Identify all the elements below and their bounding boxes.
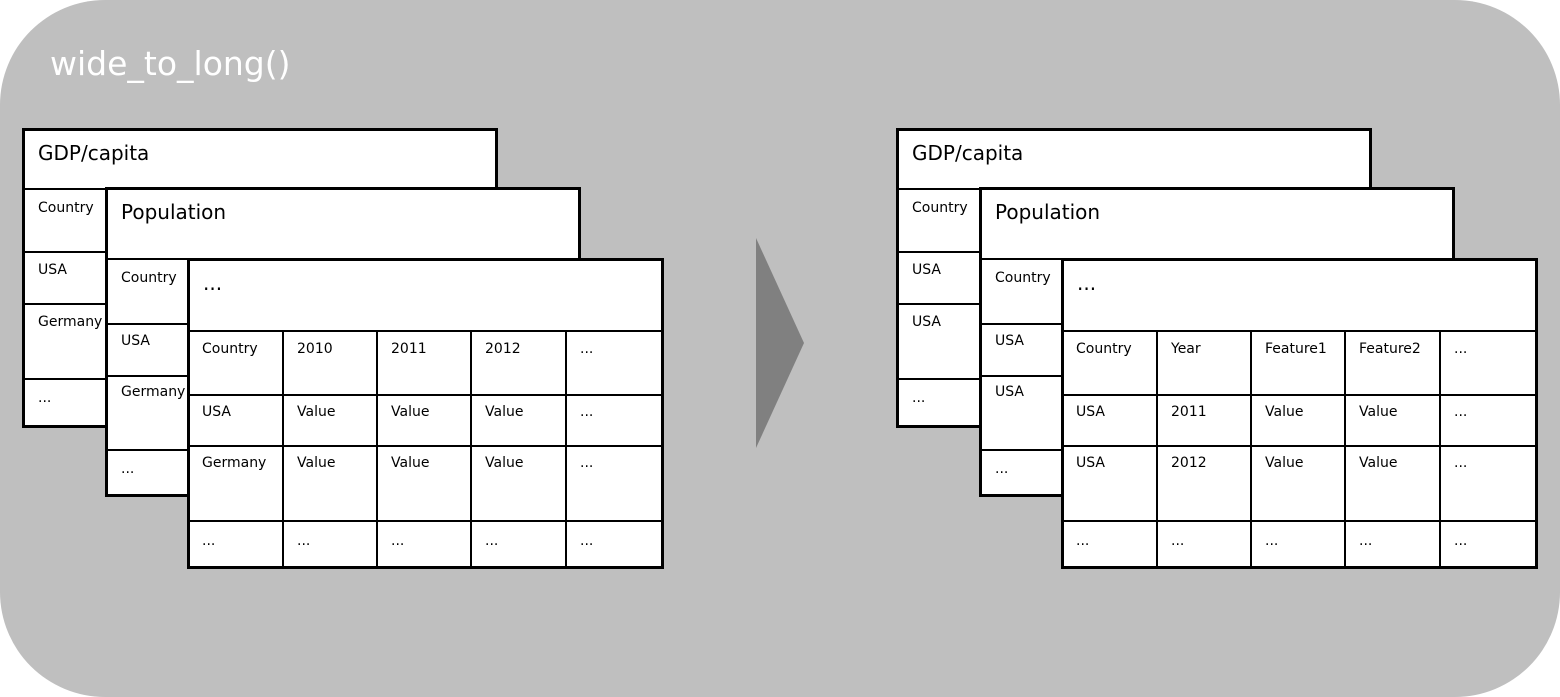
table-cell: ... <box>1454 455 1468 471</box>
row-label: ... <box>38 390 52 406</box>
left-population-card-title: Population <box>121 200 227 224</box>
diagram-title: wide_to_long() <box>50 44 291 83</box>
table-cell: ... <box>580 404 594 420</box>
table-row-divider <box>190 445 661 447</box>
main-table-title: ... <box>203 271 223 295</box>
table-column-divider <box>376 330 378 569</box>
table-header-cell: 2010 <box>297 341 333 357</box>
table-cell: Value <box>485 404 524 420</box>
left-gdp-card-title: GDP/capita <box>38 141 150 165</box>
table-cell: ... <box>202 533 216 549</box>
table-column-divider <box>470 330 472 569</box>
table-cell: Value <box>1265 455 1304 471</box>
table-cell: ... <box>1076 533 1090 549</box>
right-gdp-card-title: GDP/capita <box>912 141 1024 165</box>
table-column-divider <box>565 330 567 569</box>
table-cell: Value <box>485 455 524 471</box>
table-row-divider <box>1064 445 1535 447</box>
row-label: Germany <box>121 384 186 400</box>
table-column-divider <box>1344 330 1346 569</box>
row-label: ... <box>912 390 926 406</box>
table-cell: Value <box>297 455 336 471</box>
table-column-divider <box>1156 330 1158 569</box>
table-cell: Value <box>1359 455 1398 471</box>
table-row-divider <box>1064 330 1535 332</box>
row-label: USA <box>912 314 941 330</box>
table-header-cell: Country <box>1076 341 1132 357</box>
table-cell: Value <box>391 455 430 471</box>
table-cell: Value <box>297 404 336 420</box>
row-label: USA <box>121 333 150 349</box>
row-label: USA <box>38 262 67 278</box>
table-header-cell: Feature2 <box>1359 341 1421 357</box>
table-header-cell: ... <box>580 341 594 357</box>
table-row-divider <box>190 330 661 332</box>
row-label: Country <box>912 200 968 216</box>
row-label: USA <box>995 384 1024 400</box>
table-column-divider <box>1250 330 1252 569</box>
table-row-divider <box>1064 394 1535 396</box>
table-cell: USA <box>1076 404 1105 420</box>
table-cell: ... <box>1171 533 1185 549</box>
row-label: Country <box>995 270 1051 286</box>
table-header-cell: Country <box>202 341 258 357</box>
table-cell: ... <box>580 455 594 471</box>
table-cell: USA <box>202 404 231 420</box>
row-label: ... <box>121 461 135 477</box>
row-label: ... <box>995 461 1009 477</box>
table-cell: ... <box>1454 533 1468 549</box>
row-label: USA <box>912 262 941 278</box>
transform-arrow-icon <box>756 238 804 448</box>
table-cell: ... <box>1454 404 1468 420</box>
table-row-divider <box>190 394 661 396</box>
right-main-table-card: ... Country Year Feature1 Feature2... USA 2011… <box>1061 258 1538 569</box>
table-header-cell: Feature1 <box>1265 341 1327 357</box>
row-label: Germany <box>38 314 103 330</box>
table-cell: ... <box>485 533 499 549</box>
row-label: Country <box>121 270 177 286</box>
row-label: Country <box>38 200 94 216</box>
table-cell: 2011 <box>1171 404 1207 420</box>
table-column-divider <box>282 330 284 569</box>
table-row-divider <box>1064 520 1535 522</box>
table-cell: ... <box>1265 533 1279 549</box>
table-column-divider <box>1439 330 1441 569</box>
table-cell: Value <box>1265 404 1304 420</box>
main-table-title: ... <box>1077 271 1097 295</box>
table-row-divider <box>190 520 661 522</box>
table-cell: Value <box>1359 404 1398 420</box>
table-header-cell: 2011 <box>391 341 427 357</box>
right-population-card-title: Population <box>995 200 1101 224</box>
table-cell: USA <box>1076 455 1105 471</box>
table-header-cell: ... <box>1454 341 1468 357</box>
table-header-cell: Year <box>1171 341 1201 357</box>
table-cell: 2012 <box>1171 455 1207 471</box>
table-cell: ... <box>297 533 311 549</box>
table-cell: Value <box>391 404 430 420</box>
table-header-cell: 2012 <box>485 341 521 357</box>
table-cell: ... <box>1359 533 1373 549</box>
table-cell: ... <box>580 533 594 549</box>
table-cell: ... <box>391 533 405 549</box>
table-cell: Germany <box>202 455 267 471</box>
row-label: USA <box>995 333 1024 349</box>
